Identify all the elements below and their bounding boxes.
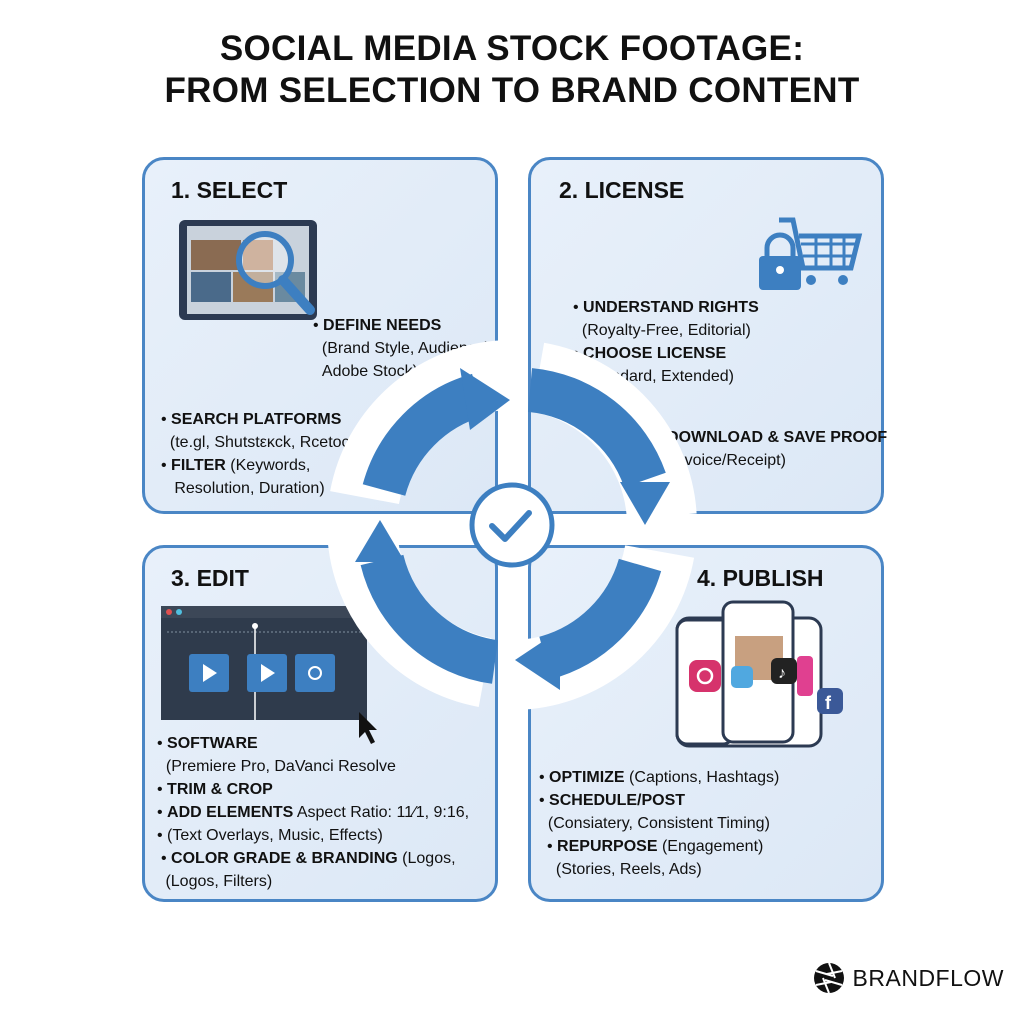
- panel-heading: 2. LICENSE: [559, 177, 685, 203]
- bullet-understand-rights: • UNDERSTAND RIGHTS (Royalty-Free, Edito…: [573, 299, 759, 339]
- bullet-trim-crop: • TRIM & CROP: [157, 781, 273, 798]
- panel-heading: 1. SELECT: [171, 177, 288, 203]
- bullet-overlays: • (Text Overlays, Music, Effects): [157, 827, 383, 844]
- panel-select: 1. SELECT • DEFINE NEEDS (Brand Style, A…: [142, 157, 498, 514]
- tablet-search-icon: [179, 220, 317, 320]
- panel-heading: 3. EDIT: [171, 565, 249, 591]
- brand-logo: BRANDFLOW: [813, 962, 1004, 994]
- panel-heading: 4. PUBLISH: [697, 565, 824, 591]
- panel-license: 2. LICENSE • UNDERSTAND RIGHTS (Royalty-…: [528, 157, 888, 514]
- panel-publish: 4. PUBLISH ♪ f • OPTIMIZE (Captions, Has…: [528, 545, 884, 902]
- bullet-software: • SOFTWARE (Premiere Pro, DaVanci Resolv…: [157, 735, 396, 775]
- bullet-color-grade: • COLOR GRADE & BRANDING (Logos, (Logos,…: [161, 850, 456, 890]
- bullet-repurpose: • REPURPOSE (Engagement) (Stories, Reels…: [547, 838, 764, 878]
- bullet-define-needs: • DEFINE NEEDS (Brand Style, Audience) A…: [313, 317, 490, 380]
- bullet-add-elements: • ADD ELEMENTS Aspect Ratio: 11⁄1, 9:16,: [157, 804, 470, 821]
- bullet-schedule-post: • SCHEDULE/POST (Consiatery, Consistent …: [539, 792, 770, 832]
- panel-edit: 3. EDIT • SOFTWARE (Premiere Pro, DaVanc…: [142, 545, 498, 902]
- bullet-download-proof: • DOWNLOAD & SAVE PROOF (Invoice/Receipt…: [657, 429, 888, 469]
- page-title: SOCIAL MEDIA STOCK FOOTAGE: FROM SELECTI…: [164, 29, 860, 110]
- svg-text:♪: ♪: [778, 665, 786, 682]
- aperture-icon: [813, 962, 844, 994]
- svg-text:f: f: [825, 693, 832, 713]
- bullet-filter: • FILTER (Keywords, Resolution, Duration…: [161, 457, 325, 497]
- bullet-optimize: • OPTIMIZE (Captions, Hashtags): [539, 769, 780, 786]
- bullet-choose-license: • CHOOSE LICENSE (Standard, Extended): [573, 345, 734, 385]
- lock-cart-icon: [759, 217, 863, 290]
- bullet-search-platforms: • SEARCH PLATFORMS (te.gl, Shutstεκck, R…: [161, 411, 363, 451]
